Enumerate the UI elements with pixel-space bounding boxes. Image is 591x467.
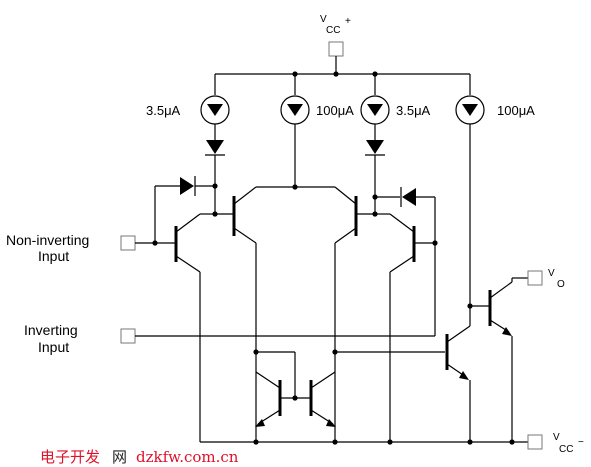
transistor-q4 (375, 213, 435, 442)
vcc-negative-terminal[interactable] (527, 434, 543, 450)
transistor-q2 (215, 186, 257, 442)
diode-right-vertical (365, 140, 385, 215)
watermark-url: dzkfw.com.cn (136, 448, 239, 466)
current-source-3 (360, 74, 390, 140)
transistor-q1 (155, 213, 215, 442)
vcc-neg-sign: − (578, 437, 584, 448)
vo-terminal[interactable] (527, 270, 543, 286)
non-inverting-label-line1: Non-inverting (6, 232, 89, 248)
diode-right-horizontal (375, 187, 436, 243)
current-source-2 (280, 74, 310, 187)
current-source-3-label: 3.5μA (396, 103, 431, 118)
current-source-2-label: 100μA (316, 103, 354, 118)
vcc-pos-sub: CC (326, 25, 340, 36)
non-inverting-input-terminal[interactable] (120, 235, 155, 251)
watermark-chinese: 电子开发 (40, 448, 100, 466)
current-mirror (253, 349, 445, 427)
transistor-q3 (334, 186, 375, 442)
watermark-net: 网 (112, 448, 127, 466)
current-source-4-label: 100μA (497, 103, 535, 118)
output-transistor (470, 277, 528, 442)
vcc-positive-terminal: V CC + (320, 14, 351, 74)
gain-transistor (445, 306, 471, 442)
current-source-1 (200, 74, 230, 140)
inverting-label-line1: Inverting (24, 322, 78, 338)
vo-v: V (548, 268, 555, 279)
current-source-4 (455, 74, 485, 306)
vcc-pos-v: V (320, 14, 327, 25)
inverting-label-line2: Input (38, 339, 69, 355)
current-source-1-label: 3.5μA (146, 103, 181, 118)
non-inverting-label-line2: Input (38, 248, 69, 264)
diode-left-horizontal (154, 176, 215, 243)
diode-left-vertical (205, 140, 225, 215)
vcc-neg-v: V (553, 432, 560, 443)
inverting-input-terminal[interactable] (120, 243, 436, 344)
vcc-neg-sub: CC (559, 444, 573, 455)
vo-sub: O (557, 279, 565, 290)
vcc-pos-sign: + (345, 16, 351, 27)
